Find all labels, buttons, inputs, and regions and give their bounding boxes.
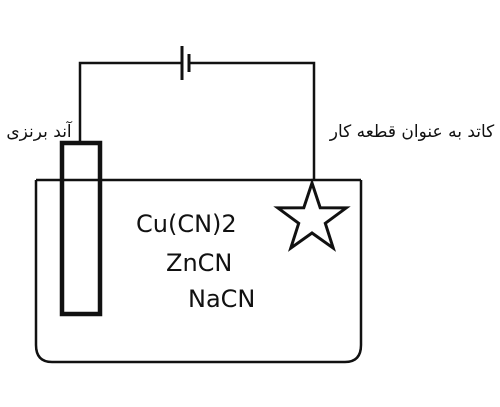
circuit-wire	[78, 61, 316, 180]
compound-label-sodium-cyanide: NaCN	[188, 285, 255, 313]
compound-label-zinc-cyanide: ZnCN	[166, 249, 232, 277]
compound-label-copper-cyanide: Cu(CN)2	[136, 210, 237, 238]
anode-electrode	[59, 140, 103, 317]
battery-icon	[180, 46, 191, 80]
star-icon	[273, 178, 351, 252]
anode-label: آند برنزی	[6, 120, 73, 142]
electrolysis-tank	[34, 180, 363, 364]
cathode-label: کاتد به عنوان قطعه کار	[329, 122, 495, 142]
